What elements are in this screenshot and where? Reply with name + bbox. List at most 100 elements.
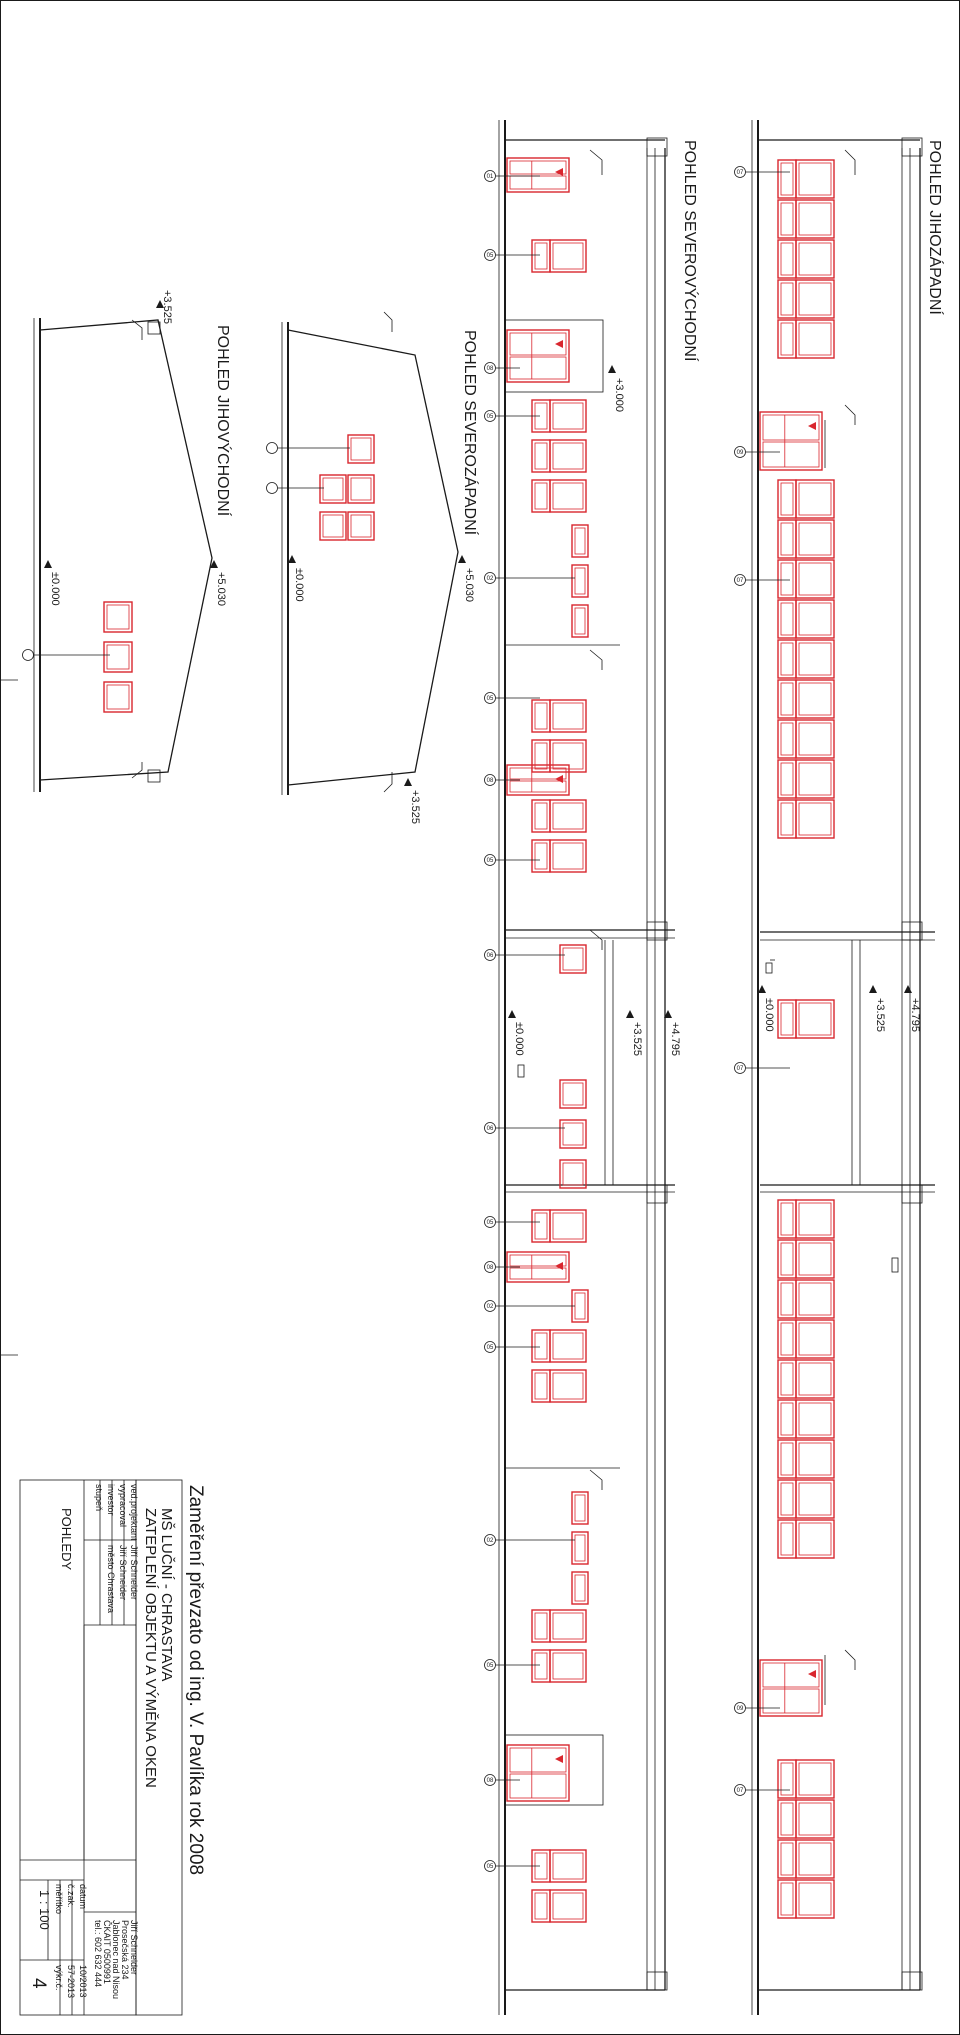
project-subject: ZATEPLENÍ OBJEKTU A VÝMĚNA OKEN: [142, 1508, 159, 1788]
level-mark: ±0.000: [293, 568, 305, 602]
window: [795, 1839, 835, 1879]
level-marks: +4.795 +3.525 ±0.000 +4.795 +3.525 ±0.00…: [44, 290, 921, 1056]
window: [777, 1279, 797, 1319]
view-title-severovychodni: POHLED SEVEROVÝCHODNÍ: [681, 140, 700, 362]
view-title-severozapadni: POHLED SEVEROZÁPADNÍ: [461, 330, 480, 536]
window: [549, 1329, 587, 1363]
window: [777, 479, 797, 519]
window-type-tag: 06: [484, 949, 565, 961]
window: [559, 944, 587, 974]
window: [777, 999, 797, 1039]
level-mark: +3.525: [409, 790, 421, 824]
leaders-layer: 0709070709070105080502050805060605080205…: [22, 166, 790, 1872]
window: [571, 564, 589, 598]
czak-label: č.zak.: [66, 1884, 76, 1908]
window-type-tag: 06: [484, 1122, 565, 1134]
door-window: [759, 1659, 823, 1717]
window: [795, 199, 835, 239]
window: [549, 739, 587, 773]
window: [531, 739, 551, 773]
window: [777, 719, 797, 759]
window: [777, 1799, 797, 1839]
window: [549, 699, 587, 733]
window: [103, 681, 133, 713]
window-type-tag: [266, 442, 350, 454]
window: [319, 474, 347, 504]
elevation-jihovychodni: [33, 318, 213, 792]
row-label: stupeň: [94, 1484, 104, 1511]
window: [777, 679, 797, 719]
window: [571, 524, 589, 558]
window-type-tag-label: 05: [487, 858, 494, 864]
window-type-tag: [22, 649, 110, 661]
window-type-tag-label: 05: [487, 1345, 494, 1351]
window: [795, 1479, 835, 1519]
window: [777, 799, 797, 839]
window-type-tag-label: 02: [487, 576, 494, 582]
window: [795, 239, 835, 279]
window-type-tag: 05: [484, 1341, 540, 1353]
window: [795, 1199, 835, 1239]
window: [795, 519, 835, 559]
window: [559, 1159, 587, 1189]
datum-value: 10/2013: [78, 1965, 88, 1998]
window: [777, 1199, 797, 1239]
window: [795, 599, 835, 639]
window: [571, 1531, 589, 1565]
window: [777, 1239, 797, 1279]
window: [531, 1609, 551, 1643]
window-type-tag: 02: [484, 572, 575, 584]
window-type-tag-label: 01: [487, 174, 494, 180]
window: [777, 319, 797, 359]
window: [795, 1439, 835, 1479]
window: [795, 279, 835, 319]
window: [531, 1329, 551, 1363]
window-type-tag-label: 05: [487, 1220, 494, 1226]
level-mark: ±0.000: [49, 572, 61, 606]
vykres-value: 4: [28, 1978, 49, 1989]
window-type-tag-label: 07: [737, 1788, 744, 1794]
view-title-jihovychodni: POHLED JIHOVÝCHODNÍ: [214, 325, 233, 517]
window: [777, 1519, 797, 1559]
window-type-tag-label: 05: [487, 253, 494, 259]
window: [777, 1439, 797, 1479]
window: [531, 799, 551, 833]
level-mark: +3.525: [161, 290, 173, 324]
window: [795, 679, 835, 719]
window-type-tag: 05: [484, 1216, 540, 1228]
row-label: investor: [106, 1484, 116, 1516]
window: [531, 839, 551, 873]
window: [777, 1399, 797, 1439]
company-line: ČKAIT 0500991: [102, 1920, 112, 1984]
row-value: město Chrastava: [106, 1545, 116, 1613]
window-type-tag-label: 09: [737, 1706, 744, 1712]
window-type-tag-label: 07: [737, 578, 744, 584]
elevation-severozapadni: [281, 311, 459, 795]
window-type-tag: 05: [484, 1860, 540, 1872]
window-type-tag-label: 08: [487, 366, 494, 372]
window: [531, 1209, 551, 1243]
title-block: Zaměření převzato od ing. V. Pavlíka rok…: [19, 1479, 206, 2016]
window-type-tag: 08: [484, 362, 520, 374]
elevation-jihozapadni: [751, 120, 935, 2015]
window: [531, 239, 551, 273]
window-type-tag: 02: [484, 1534, 575, 1546]
window: [795, 999, 835, 1039]
window: [795, 719, 835, 759]
window-type-tag: 07: [734, 574, 790, 586]
window: [531, 699, 551, 733]
window: [549, 239, 587, 273]
window: [795, 319, 835, 359]
window: [795, 639, 835, 679]
row-label: ved.projektant: [129, 1484, 139, 1541]
window: [531, 1889, 551, 1923]
window-type-tag: 08: [484, 1774, 520, 1786]
window: [795, 1239, 835, 1279]
window-type-tag: 08: [484, 774, 520, 786]
gable-outline: [287, 329, 459, 786]
window-type-tag-label: 05: [487, 1864, 494, 1870]
czak-value: 57-2013: [66, 1965, 76, 1998]
window-type-tag: 07: [734, 1784, 790, 1796]
survey-note: Zaměření převzato od ing. V. Pavlíka rok…: [185, 1485, 206, 1875]
